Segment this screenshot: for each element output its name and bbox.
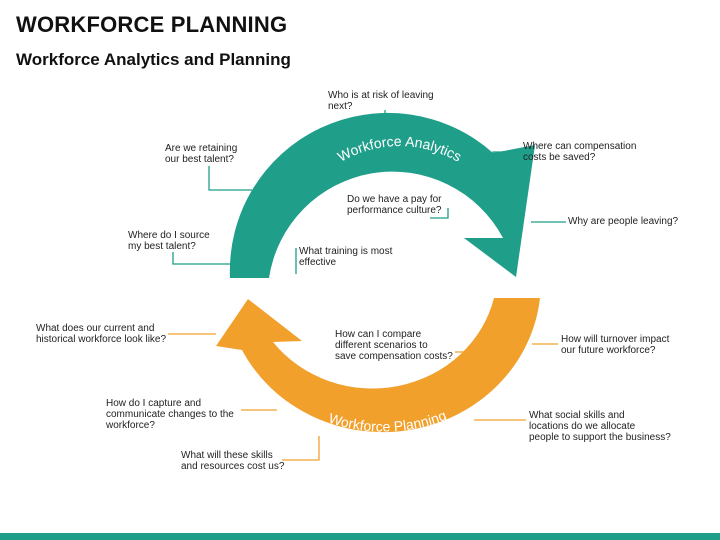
question-retaining-talent: Are we retaining our best talent? — [165, 143, 238, 165]
connector-compensation-saved — [492, 151, 519, 176]
question-pay-performance: Do we have a pay for performance culture… — [347, 194, 442, 216]
connector-source-talent — [172, 252, 232, 265]
analytics-connectors — [172, 110, 566, 274]
planning-connectors — [168, 333, 558, 461]
planning-arrow — [216, 298, 540, 433]
connector-retaining-talent — [208, 166, 252, 191]
question-why-leaving: Why are people leaving? — [568, 216, 679, 227]
question-turnover: How will turnover impact our future work… — [561, 334, 670, 356]
question-current-workforce: What does our current and historical wor… — [36, 323, 167, 345]
connector-pay-performance — [430, 208, 449, 219]
question-compensation-saved: Where can compensation costs be saved? — [523, 141, 637, 163]
page-title: WORKFORCE PLANNING — [16, 12, 288, 37]
question-social-skills: What social skills and locations do we a… — [529, 410, 671, 443]
page-subtitle: Workforce Analytics and Planning — [16, 50, 291, 69]
question-risk-leaving: Who is at risk of leaving next? — [328, 90, 434, 112]
analytics-arrow — [229, 112, 535, 278]
question-compare-scenarios: How can I compare different scenarios to… — [335, 329, 453, 362]
bottom-accent-bar — [0, 533, 720, 540]
question-source-talent: Where do I source my best talent? — [128, 230, 210, 252]
connector-skills-cost — [282, 436, 320, 461]
question-capture-changes: How do I capture and communicate changes… — [106, 398, 234, 431]
question-skills-cost: What will these skills and resources cos… — [181, 450, 285, 472]
question-training: What training is most effective — [299, 246, 393, 268]
